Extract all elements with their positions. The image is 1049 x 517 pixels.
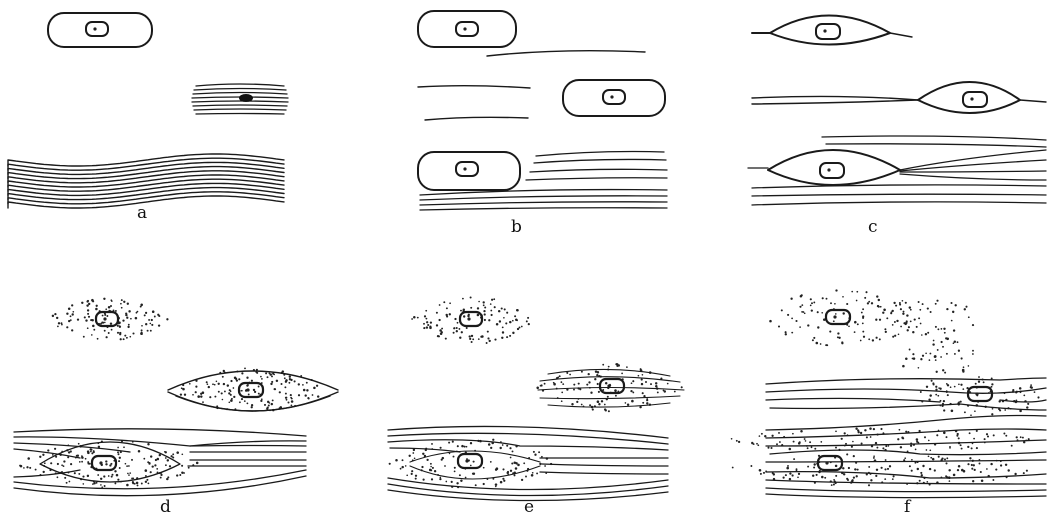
fibre [418, 86, 530, 88]
cell-stippled-spindle [52, 298, 169, 341]
fibre [487, 51, 645, 56]
cell-stippled-in-fibres [766, 376, 1046, 416]
panel-f: f [731, 289, 1046, 517]
cell-spindle [752, 16, 912, 45]
panel-label-a: a [137, 203, 147, 223]
cell-stippled-with-fibre-bundle [731, 416, 1046, 498]
cell-rounded-with-fibres [418, 152, 667, 211]
cell-rounded [563, 80, 665, 116]
cell-rounded [418, 11, 516, 47]
panel-a: a [8, 13, 288, 223]
panel-label-f: f [904, 497, 912, 517]
cell-stippled-with-fibrils [536, 363, 684, 412]
cell-spindle-with-fibre-bundle [748, 136, 1046, 205]
panel-label-b: b [511, 217, 522, 237]
panel-label-c: c [868, 217, 878, 237]
cell-stippled-with-outline [168, 367, 338, 411]
panel-label-d: d [160, 497, 171, 517]
cell-stippled-with-fibre-bundle [388, 426, 668, 500]
cell-stippled-migrating [769, 289, 974, 381]
cell-fibre-bundle-small [192, 84, 288, 114]
cell-rounded [48, 13, 152, 47]
panel-d: d [14, 298, 338, 517]
cell-stippled-with-fibre-bundle [14, 429, 306, 496]
panel-b: b [418, 11, 667, 237]
cell-stippled-spindle [411, 296, 530, 343]
panel-e: e [388, 296, 684, 517]
panel-label-e: e [524, 497, 534, 517]
cell-spindle-with-fibres [752, 82, 1046, 113]
wavy-fibre-bundle [8, 154, 284, 208]
fibre [425, 117, 528, 120]
panel-c: c [748, 16, 1046, 238]
